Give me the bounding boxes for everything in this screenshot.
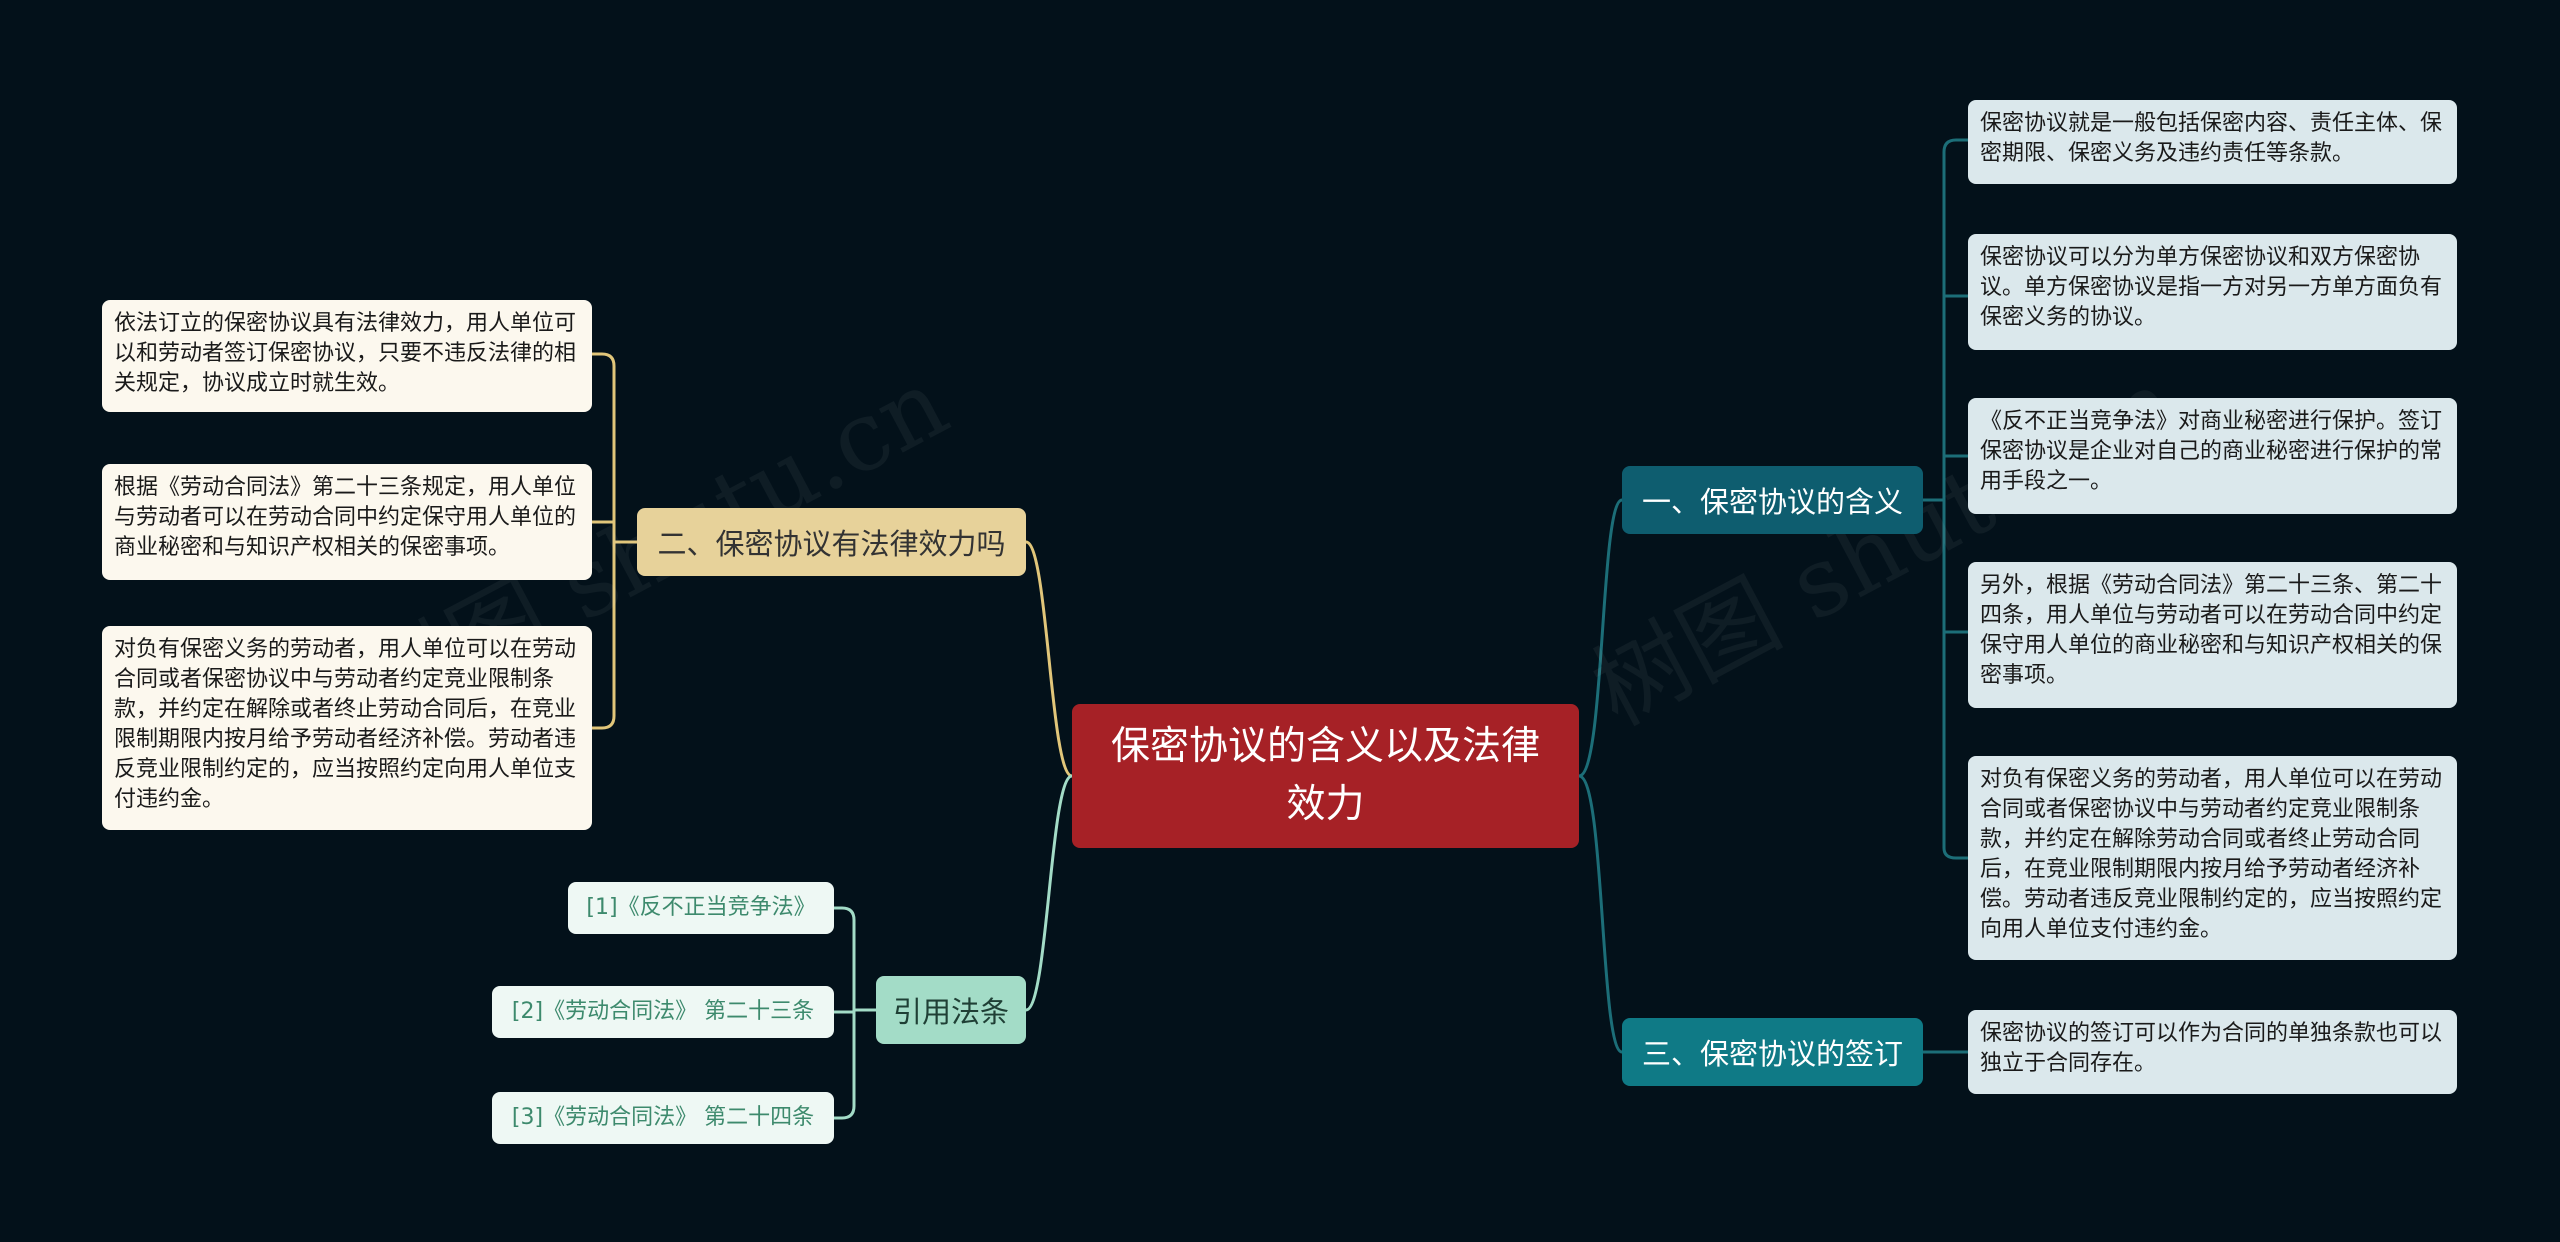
leaf-text: 对负有保密义务的劳动者，用人单位可以在劳动合同或者保密协议中与劳动者约定竞业限制… — [1980, 767, 2443, 942]
link-root-refs — [1025, 774, 1073, 1012]
leaf-validity-2[interactable]: 根据《劳动合同法》第二十三条规定，用人单位与劳动者可以在劳动合同中约定保守用人单… — [102, 464, 592, 580]
leaf-signing-1[interactable]: 保密协议的签订可以作为合同的单独条款也可以独立于合同存在。 — [1968, 1010, 2457, 1094]
bracket-validity — [592, 352, 637, 730]
leaf-text: 保密协议的签订可以作为合同的单独条款也可以独立于合同存在。 — [1980, 1021, 2443, 1076]
branch-validity[interactable]: 二、保密协议有法律效力吗 — [637, 508, 1026, 576]
branch-signing[interactable]: 三、保密协议的签订 — [1622, 1018, 1923, 1086]
leaf-text: 依法订立的保密协议具有法律效力，用人单位可以和劳动者签订保密协议，只要不违反法律… — [114, 311, 577, 396]
leaf-meaning-5[interactable]: 对负有保密义务的劳动者，用人单位可以在劳动合同或者保密协议中与劳动者约定竞业限制… — [1968, 756, 2457, 960]
root-label: 保密协议的含义以及法律效力 — [1110, 724, 1540, 827]
link-root-signing — [1578, 774, 1623, 1054]
leaf-text: 另外，根据《劳动合同法》第二十三条、第二十四条，用人单位与劳动者可以在劳动合同中… — [1980, 573, 2443, 688]
ref-text: [3]《劳动合同法》 第二十四条 — [511, 1105, 815, 1130]
leaf-validity-3[interactable]: 对负有保密义务的劳动者，用人单位可以在劳动合同或者保密协议中与劳动者约定竞业限制… — [102, 626, 592, 830]
ref-item-2[interactable]: [2]《劳动合同法》 第二十三条 — [492, 986, 834, 1038]
branch-meaning-label: 一、保密协议的含义 — [1641, 485, 1903, 519]
branch-signing-label: 三、保密协议的签订 — [1641, 1037, 1903, 1071]
branch-validity-label: 二、保密协议有法律效力吗 — [657, 527, 1006, 561]
leaf-validity-1[interactable]: 依法订立的保密协议具有法律效力，用人单位可以和劳动者签订保密协议，只要不违反法律… — [102, 300, 592, 412]
leaf-text: 对负有保密义务的劳动者，用人单位可以在劳动合同或者保密协议中与劳动者约定竞业限制… — [114, 637, 577, 812]
branch-refs-label: 引用法条 — [892, 995, 1009, 1029]
leaf-meaning-2[interactable]: 保密协议可以分为单方保密协议和双方保密协议。单方保密协议是指一方对另一方单方面负… — [1968, 234, 2457, 350]
ref-item-3[interactable]: [3]《劳动合同法》 第二十四条 — [492, 1092, 834, 1144]
leaf-meaning-3[interactable]: 《反不正当竞争法》对商业秘密进行保护。签订保密协议是企业对自己的商业秘密进行保护… — [1968, 398, 2457, 514]
leaf-text: 保密协议就是一般包括保密内容、责任主体、保密期限、保密义务及违约责任等条款。 — [1980, 111, 2443, 166]
link-root-validity — [1025, 540, 1073, 778]
branch-meaning[interactable]: 一、保密协议的含义 — [1622, 466, 1923, 534]
bracket-refs — [834, 906, 876, 1120]
ref-text: [2]《劳动合同法》 第二十三条 — [511, 999, 815, 1024]
leaf-meaning-1[interactable]: 保密协议就是一般包括保密内容、责任主体、保密期限、保密义务及违约责任等条款。 — [1968, 100, 2457, 184]
ref-text: [1]《反不正当竞争法》 — [586, 895, 816, 920]
root-node[interactable]: 保密协议的含义以及法律效力 — [1072, 704, 1579, 848]
bracket-meaning — [1923, 138, 1968, 860]
link-root-meaning — [1578, 498, 1623, 778]
branch-refs[interactable]: 引用法条 — [876, 976, 1026, 1044]
leaf-text: 保密协议可以分为单方保密协议和双方保密协议。单方保密协议是指一方对另一方单方面负… — [1980, 245, 2443, 330]
leaf-text: 《反不正当竞争法》对商业秘密进行保护。签订保密协议是企业对自己的商业秘密进行保护… — [1980, 409, 2443, 494]
leaf-meaning-4[interactable]: 另外，根据《劳动合同法》第二十三条、第二十四条，用人单位与劳动者可以在劳动合同中… — [1968, 562, 2457, 708]
leaf-text: 根据《劳动合同法》第二十三条规定，用人单位与劳动者可以在劳动合同中约定保守用人单… — [114, 475, 577, 560]
ref-item-1[interactable]: [1]《反不正当竞争法》 — [568, 882, 834, 934]
